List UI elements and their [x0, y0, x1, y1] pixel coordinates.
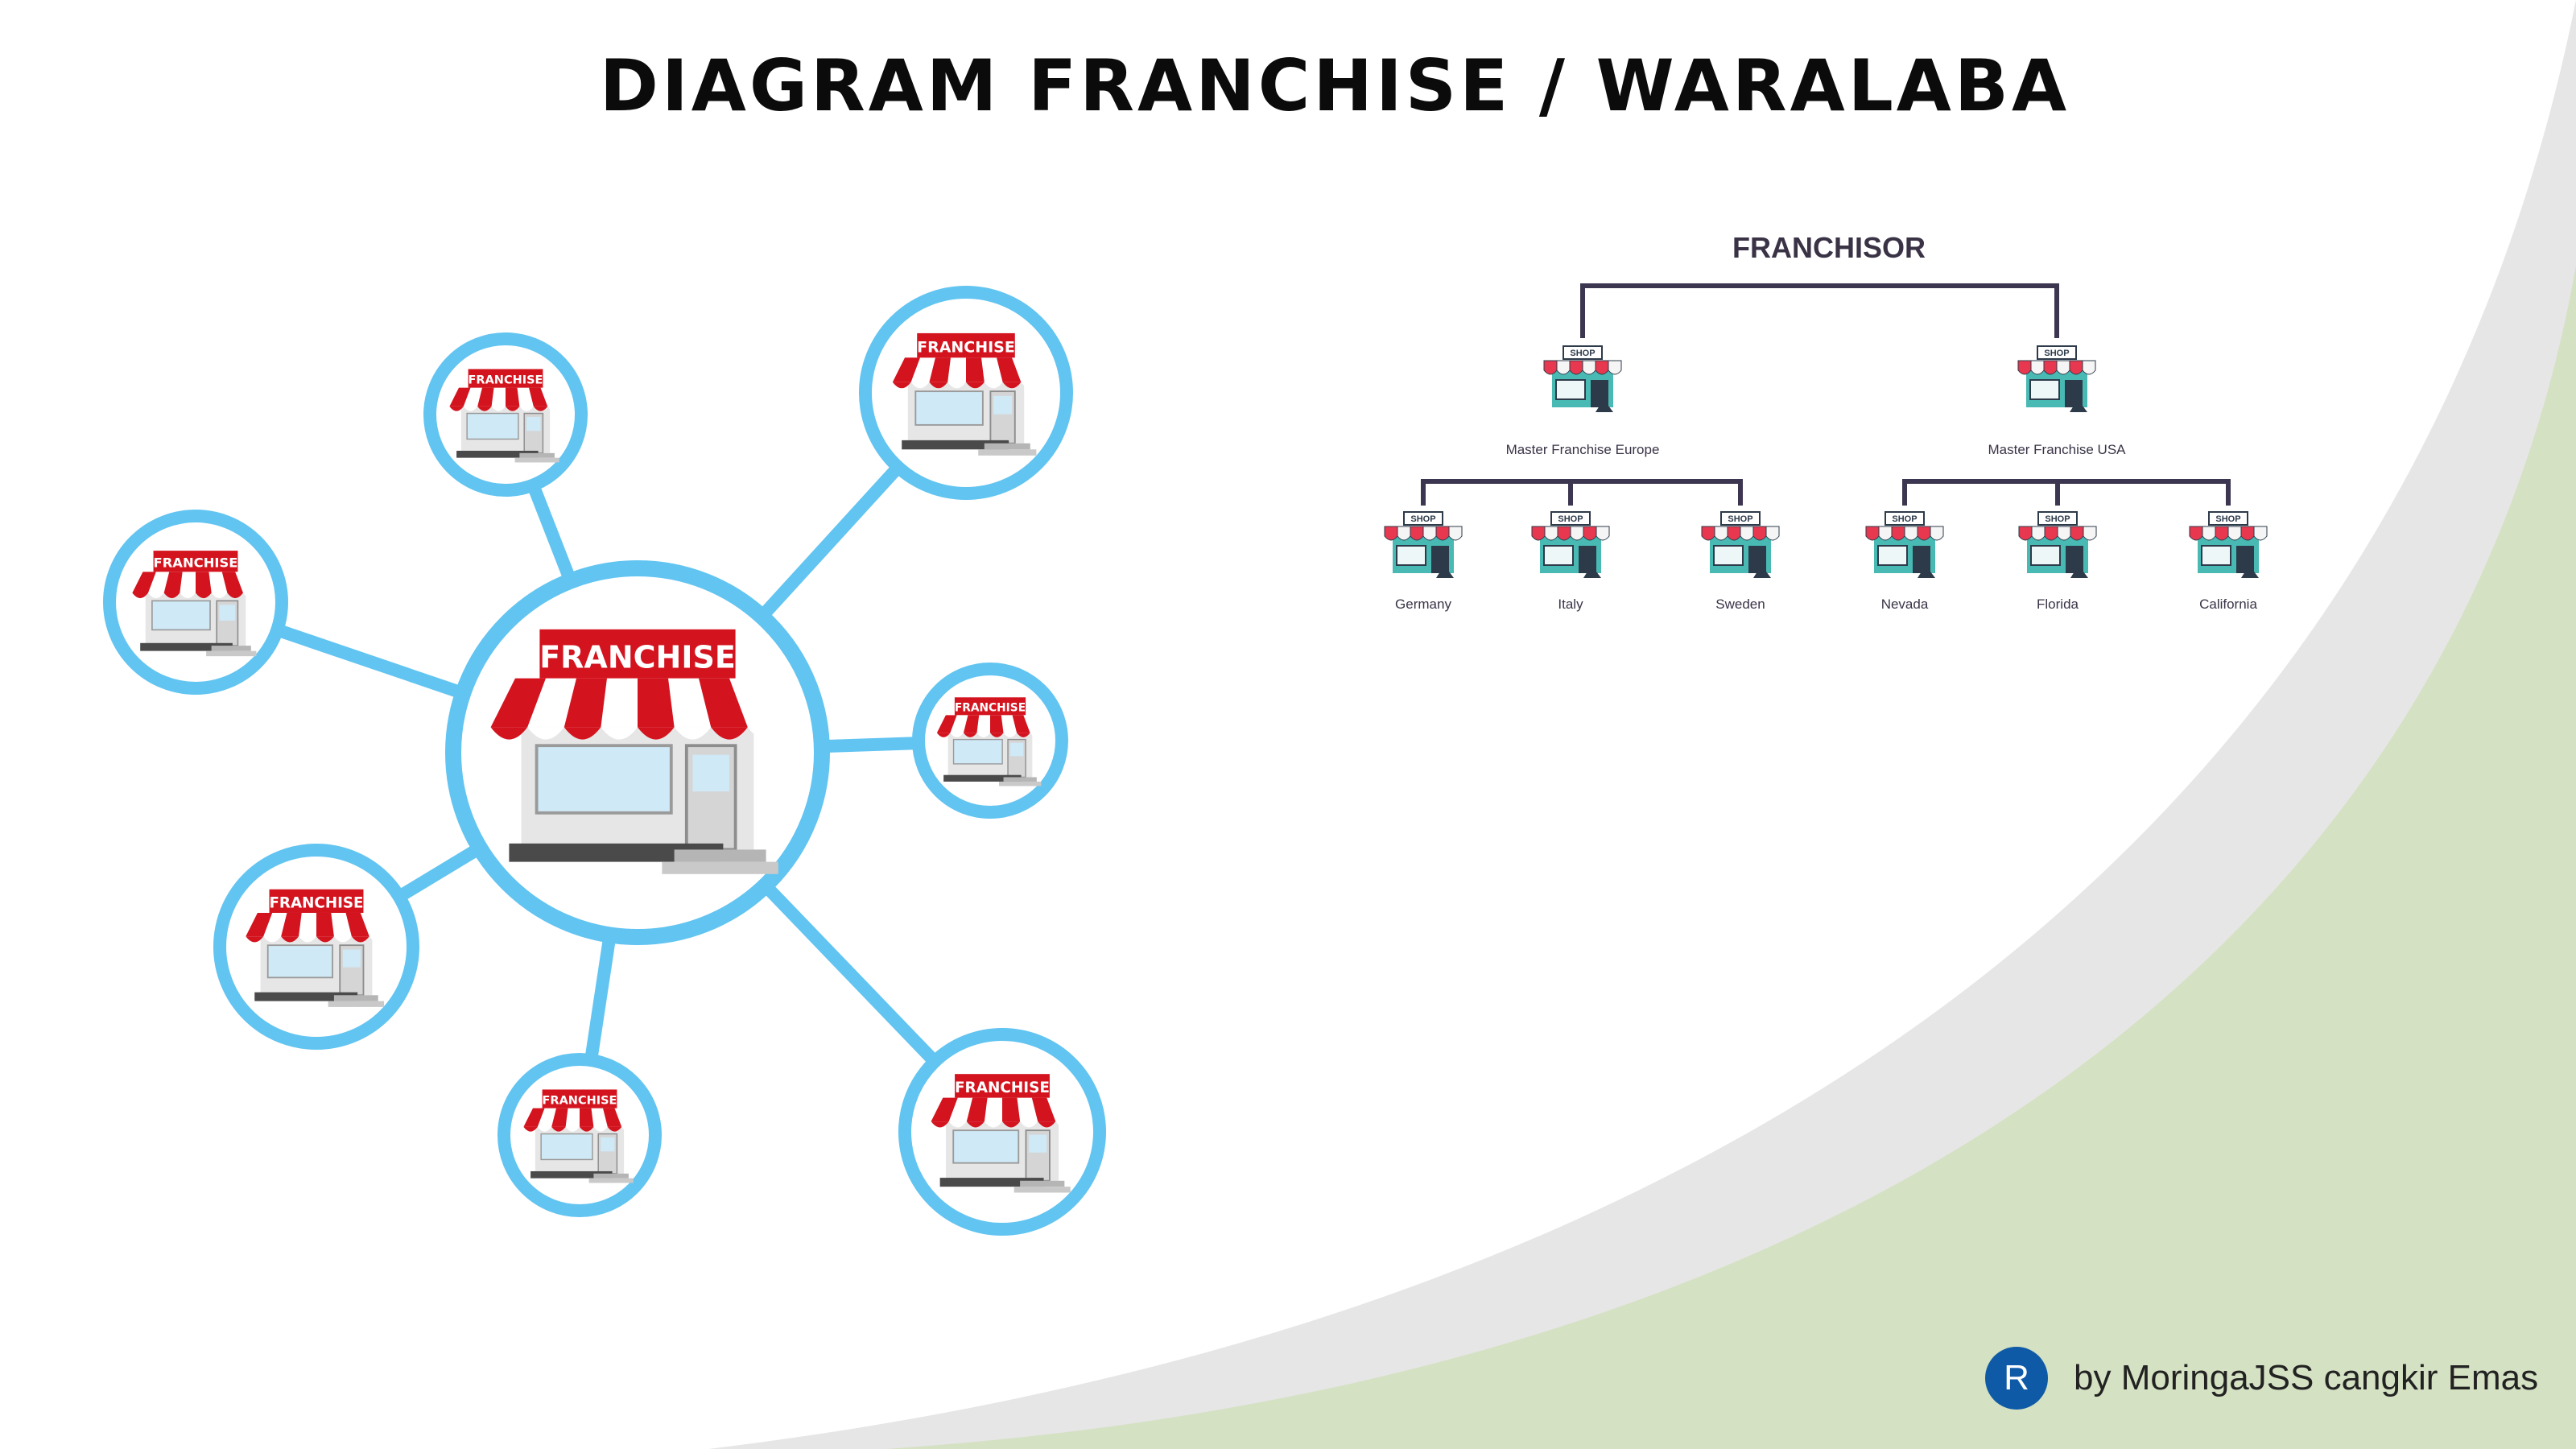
franchisor-root-label: FRANCHISOR	[1732, 231, 1926, 264]
franchise-shop-icon-1: FRANCHISE	[449, 369, 562, 463]
master-branch-connector-2	[1902, 479, 2231, 506]
franchise-hub-shop-icon-label: FRANCHISE	[539, 639, 736, 675]
master-shop-icon-1-sign: SHOP	[1570, 349, 1595, 358]
franchise-shop-icon-4-label: FRANCHISE	[955, 701, 1026, 714]
master-shop-icon-2: SHOP	[2017, 345, 2096, 412]
child-franchise-label-1-2: Italy	[1558, 597, 1583, 612]
franchise-shop-icon-5-label: FRANCHISE	[269, 895, 363, 912]
franchise-shop-icon-5: FRANCHISE	[246, 889, 387, 1007]
child-shop-icon-2-2: SHOP	[2018, 511, 2097, 578]
child-shop-icon-1-2: SHOP	[1531, 511, 1610, 578]
child-shop-icon-1-3-sign: SHOP	[1728, 514, 1752, 524]
background-green-swoosh	[886, 266, 2576, 1449]
child-shop-icon-1-2-sign: SHOP	[1558, 514, 1583, 524]
master-branch-connector-1	[1421, 479, 1743, 506]
child-franchise-label-1-3: Sweden	[1715, 597, 1765, 612]
child-franchise-label-2-3: California	[2199, 597, 2257, 612]
child-shop-icon-2-1-sign: SHOP	[1892, 514, 1917, 524]
franchise-shop-icon-6-label: FRANCHISE	[543, 1095, 617, 1108]
footer-text: by MoringaJSS cangkir Emas	[2074, 1358, 2539, 1397]
child-franchise-label-2-1: Nevada	[1881, 597, 1929, 612]
author-logo-icon: R	[1985, 1347, 2048, 1410]
franchise-hub-shop-icon: FRANCHISE	[490, 629, 785, 874]
master-franchise-label-1: Master Franchise Europe	[1506, 442, 1660, 457]
franchise-shop-icon-1-label: FRANCHISE	[469, 374, 543, 387]
franchise-shop-icon-7-label: FRANCHISE	[955, 1080, 1050, 1096]
franchise-star-diagram: FRANCHISE FRANCHISE FRANCHISE FRANCHISE FRAN…	[103, 286, 1106, 1236]
franchise-shop-icon-3: FRANCHISE	[132, 551, 259, 657]
footer-credit: R by MoringaJSS cangkir Emas	[1985, 1346, 2538, 1410]
franchise-shop-icon-3-label: FRANCHISE	[154, 555, 238, 571]
franchise-shop-icon-2-label: FRANCHISE	[917, 339, 1015, 357]
page-title: DIAGRAM FRANCHISE / WARALABA	[599, 44, 2070, 127]
tree-root-connector	[1580, 283, 2059, 338]
child-shop-icon-1-3: SHOP	[1701, 511, 1780, 578]
child-shop-icon-1-1-sign: SHOP	[1410, 514, 1435, 524]
child-shop-icon-2-3-sign: SHOP	[2215, 514, 2240, 524]
child-shop-icon-2-1: SHOP	[1865, 511, 1944, 578]
child-franchise-label-1-1: Germany	[1395, 597, 1451, 612]
child-shop-icon-2-3: SHOP	[2189, 511, 2268, 578]
child-shop-icon-1-1: SHOP	[1384, 511, 1463, 578]
master-franchise-label-2: Master Franchise USA	[1988, 442, 2127, 457]
franchise-shop-icon-7: FRANCHISE	[931, 1074, 1074, 1193]
franchise-shop-icon-4: FRANCHISE	[936, 697, 1044, 786]
master-shop-icon-1: SHOP	[1543, 345, 1622, 412]
master-shop-icon-2-sign: SHOP	[2044, 349, 2069, 358]
child-shop-icon-2-2-sign: SHOP	[2045, 514, 2070, 524]
franchise-shop-icon-6: FRANCHISE	[523, 1089, 636, 1183]
child-franchise-label-2-2: Florida	[2037, 597, 2079, 612]
franchise-shop-icon-2: FRANCHISE	[892, 332, 1040, 456]
